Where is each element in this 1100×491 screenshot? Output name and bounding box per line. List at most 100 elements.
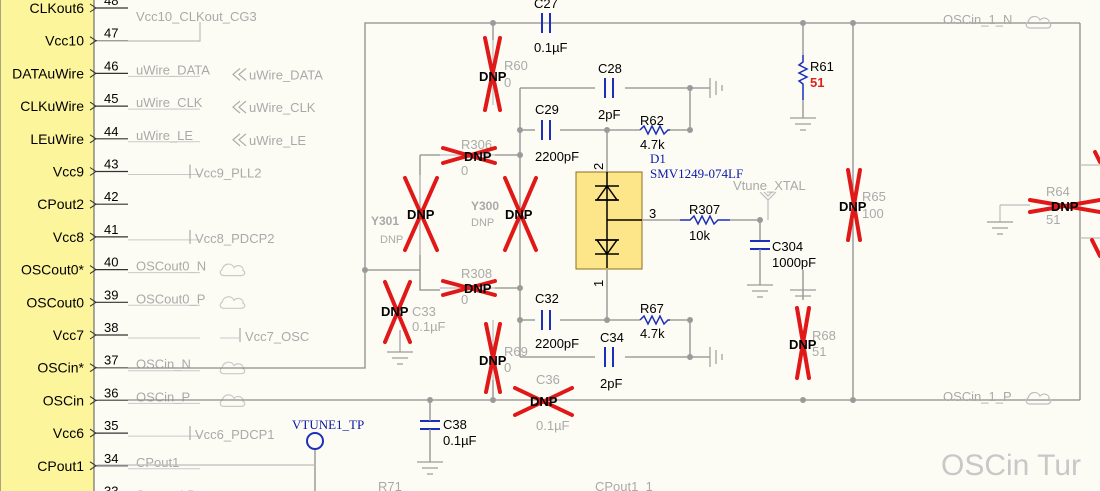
bus-labels: OSCin_1_N OSCin_1_P CPout1_1 R71 bbox=[378, 12, 1052, 491]
capacitor-c32: C32 2200pF bbox=[535, 291, 579, 351]
d1-part: SMV1249-074LF bbox=[650, 166, 743, 181]
r60-ref: R60 bbox=[504, 58, 528, 73]
r64-ref: R64 bbox=[1046, 184, 1070, 199]
resistor-r67: R67 4.7k bbox=[639, 301, 670, 341]
ic-pin-row: 33Status_LD bbox=[104, 484, 197, 491]
cpout1-1-label: CPout1_1 bbox=[595, 479, 653, 491]
ic-pin-net: OSCin_N bbox=[136, 357, 191, 372]
ic-pin-number: 47 bbox=[104, 26, 118, 41]
power-port-label: Vcc7_OSC bbox=[245, 329, 309, 344]
ic-pin-number: 37 bbox=[104, 353, 118, 368]
dnp-y300: Y300 DNP DNP bbox=[471, 176, 538, 252]
net-cloud-icon bbox=[219, 394, 246, 407]
dnp-r60: R60 0 DNP bbox=[479, 36, 528, 112]
vtune1-tp-label: VTUNE1_TP bbox=[292, 417, 364, 432]
net-cloud-icon bbox=[219, 263, 246, 277]
capacitor-c38: C38 0.1µF bbox=[420, 410, 477, 462]
r308-dnp: DNP bbox=[464, 281, 492, 296]
ic-pin-name: Vcc6 bbox=[53, 425, 84, 441]
ic-pin-net: OSCout0_P bbox=[136, 291, 205, 306]
dnp-r308: R308 0 DNP bbox=[440, 266, 497, 307]
dnp-r65: R65 100 DNP bbox=[839, 168, 886, 242]
vtune1-testpoint: VTUNE1_TP bbox=[292, 417, 364, 450]
c36-ref: C36 bbox=[536, 372, 560, 387]
port-arrow-icon bbox=[238, 133, 247, 147]
r65-ref: R65 bbox=[862, 189, 886, 204]
port-label: uWire_LE bbox=[249, 133, 306, 148]
ic-pin-name: Vcc7 bbox=[53, 327, 84, 343]
r307-ref: R307 bbox=[689, 202, 720, 217]
resistor-r61: R61 51 bbox=[797, 55, 834, 118]
dnp-r69: R69 0 DNP bbox=[479, 320, 528, 394]
sheet-title: OSCin Tur bbox=[941, 449, 1081, 482]
r65-dnp: DNP bbox=[839, 199, 867, 214]
r307-value: 10k bbox=[689, 228, 710, 243]
r69-ref: R69 bbox=[504, 344, 528, 359]
r68-ref: R68 bbox=[812, 328, 836, 343]
y301-ref: Y301 bbox=[371, 214, 399, 228]
r62-ref: R62 bbox=[640, 113, 664, 128]
r60-dnp: DNP bbox=[479, 69, 507, 84]
ic-pin-number: 45 bbox=[104, 91, 118, 106]
c33-dnp: DNP bbox=[381, 304, 409, 319]
dnp-r68: R68 51 DNP bbox=[789, 306, 836, 380]
capacitor-c304: C304 1000pF bbox=[750, 239, 816, 285]
ic-pin-number: 38 bbox=[104, 320, 118, 335]
wires bbox=[97, 22, 1100, 491]
c27-value: 0.1µF bbox=[534, 40, 568, 55]
ic-pin-net: OSCin_P bbox=[136, 389, 190, 404]
ic-pin-number: 44 bbox=[104, 124, 118, 139]
r306-value: 0 bbox=[461, 163, 468, 178]
c33-ref: C33 bbox=[412, 304, 436, 319]
ic-pin-name: OSCin* bbox=[37, 360, 84, 376]
capacitor-c28: C28 2pF bbox=[598, 61, 622, 122]
c28-ref: C28 bbox=[598, 61, 622, 76]
ic-pin-number: 41 bbox=[104, 222, 118, 237]
port-arrow-icon bbox=[232, 133, 241, 147]
r306-dnp: DNP bbox=[464, 149, 492, 164]
r308-value: 0 bbox=[461, 292, 468, 307]
ic-pin-net: uWire_LE bbox=[136, 128, 193, 143]
resistor-r307: R307 10k bbox=[680, 202, 730, 243]
resistor-r62: R62 4.7k bbox=[639, 113, 670, 152]
c38-value: 0.1µF bbox=[443, 433, 477, 448]
d1-pin3: 3 bbox=[649, 206, 656, 221]
oscin-1-n-label: OSCin_1_N bbox=[943, 12, 1012, 27]
d1-pin1: 1 bbox=[591, 280, 606, 287]
r306-ref: R306 bbox=[461, 137, 492, 152]
r60-value: 0 bbox=[504, 75, 511, 90]
ic-pin-number: 43 bbox=[104, 157, 118, 172]
r64-dnp: DNP bbox=[1051, 199, 1079, 214]
r68-value: 51 bbox=[812, 344, 826, 359]
ic-pin-name: CPout1 bbox=[37, 458, 84, 474]
y301-dnp: DNP bbox=[407, 207, 435, 222]
ic-pin-name: CLKout6 bbox=[30, 0, 85, 16]
ic-pin-name: CLKuWire bbox=[20, 98, 84, 114]
c32-ref: C32 bbox=[535, 291, 559, 306]
vtune-xtal-port: Vtune_XTAL bbox=[733, 178, 806, 201]
c29-value: 2200pF bbox=[535, 149, 579, 164]
port-arrow-icon bbox=[238, 67, 247, 81]
dnp-c33: C33 0.1µF DNP bbox=[381, 280, 446, 344]
ic-pin-number: 36 bbox=[104, 385, 118, 400]
capacitor-c27: C27 0.1µF bbox=[534, 0, 568, 55]
net-cloud-icon bbox=[219, 361, 246, 375]
ic-pin-number: 34 bbox=[104, 451, 118, 466]
capacitor-c29: C29 2200pF bbox=[535, 102, 579, 164]
r61-ref: R61 bbox=[810, 59, 834, 74]
r69-value: 0 bbox=[504, 360, 511, 375]
ic-pin-name: DATAuWire bbox=[12, 65, 84, 81]
ic-pin-name: Vcc10 bbox=[45, 33, 84, 49]
r71-ref: R71 bbox=[378, 479, 402, 491]
dnp-y301: Y301 DNP DNP bbox=[371, 175, 439, 255]
varactor-d1: 2 3 1 D1 SMV1249-074LF bbox=[575, 151, 743, 287]
y301-value: DNP bbox=[380, 234, 403, 246]
port-label: uWire_CLK bbox=[249, 100, 316, 115]
